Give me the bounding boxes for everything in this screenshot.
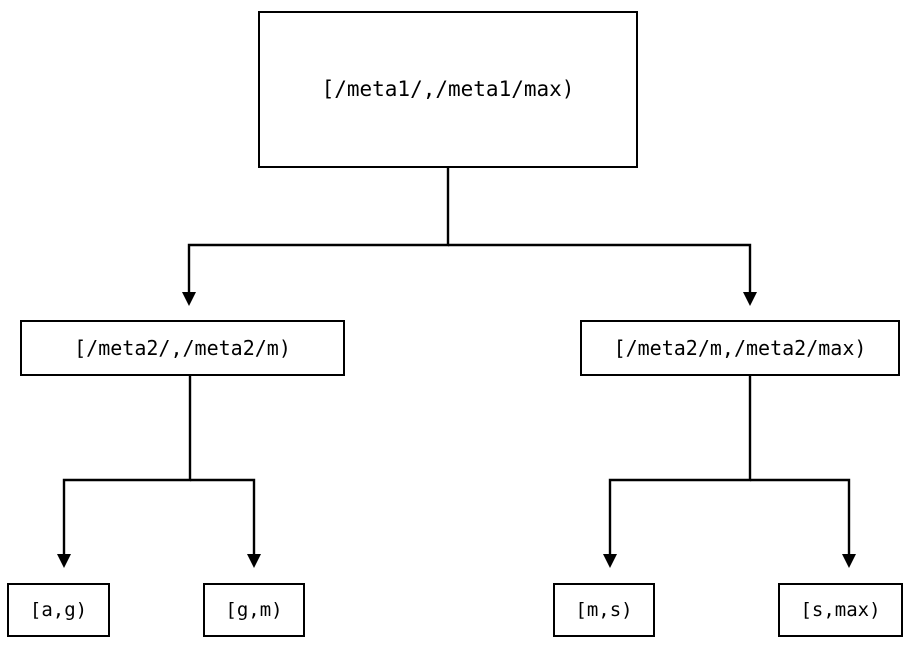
tree-node-leaf-gm[interactable]: [g,m) (203, 583, 305, 637)
tree-node-leaf-smax[interactable]: [s,max) (778, 583, 903, 637)
tree-node-root[interactable]: [/meta1/,/meta1/max) (258, 11, 638, 168)
edge-root-to-mid-left (187, 168, 450, 293)
tree-node-mid-right-label: [/meta2/m,/meta2/max) (613, 336, 867, 360)
tree-node-leaf-ag[interactable]: [a,g) (7, 583, 110, 637)
arrowhead-mid-right-to-leaf-ms (603, 554, 617, 568)
tree-node-mid-left-label: [/meta2/,/meta2/m) (74, 336, 291, 360)
tree-node-leaf-gm-label: [g,m) (225, 598, 283, 621)
edge-root-to-mid-right (448, 243, 752, 293)
arrowhead-root-to-mid-left (182, 292, 196, 306)
edge-mid-right-to-leaf-ms (608, 376, 752, 555)
arrowhead-mid-left-to-leaf-gm (247, 554, 261, 568)
tree-node-root-label: [/meta1/,/meta1/max) (321, 77, 575, 101)
tree-node-leaf-ms[interactable]: [m,s) (553, 583, 655, 637)
tree-node-leaf-smax-label: [s,max) (800, 598, 881, 621)
edge-mid-left-to-leaf-gm (190, 478, 256, 555)
arrowhead-mid-left-to-leaf-ag (57, 554, 71, 568)
edge-mid-left-to-leaf-ag (62, 376, 192, 555)
arrowhead-mid-right-to-leaf-smax (842, 554, 856, 568)
tree-node-leaf-ag-label: [a,g) (29, 598, 88, 621)
edge-mid-right-to-leaf-smax (750, 478, 851, 555)
tree-node-mid-left[interactable]: [/meta2/,/meta2/m) (20, 320, 345, 376)
arrowhead-root-to-mid-right (743, 292, 757, 306)
tree-node-mid-right[interactable]: [/meta2/m,/meta2/max) (580, 320, 900, 376)
tree-node-leaf-ms-label: [m,s) (575, 598, 633, 621)
